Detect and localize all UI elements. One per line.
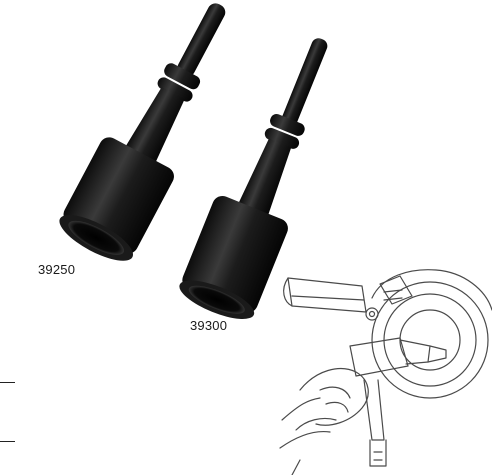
part-number-label: 39250: [38, 262, 76, 277]
hammer-adapter-long-icon: [179, 38, 328, 319]
part-number-label: 39300: [190, 318, 228, 333]
divider: [0, 441, 15, 442]
usage-line-drawing-icon: [279, 269, 492, 475]
hammer-adapter-short-icon: [59, 3, 226, 261]
divider: [0, 382, 15, 383]
